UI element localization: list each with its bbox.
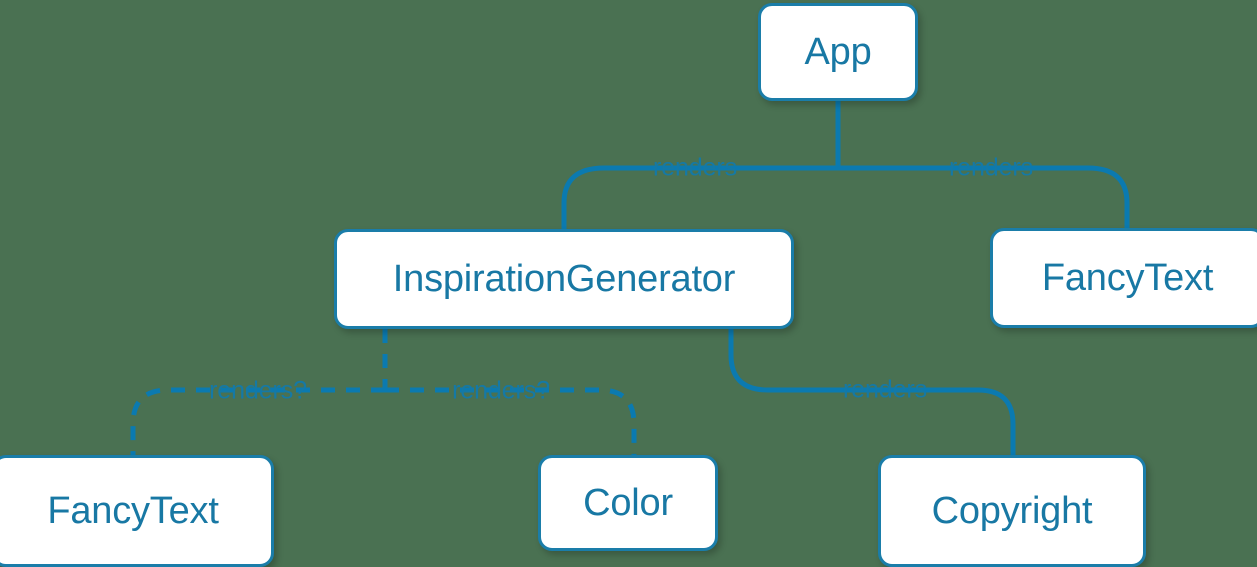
node-color[interactable]: Color bbox=[538, 455, 718, 551]
node-fancytext-bottom-label: FancyText bbox=[47, 489, 219, 532]
edge-label-inspiration-to-copyright: renders bbox=[842, 375, 928, 404]
edge-label-inspiration-to-color: renders? bbox=[452, 376, 550, 405]
node-inspiration-generator-label: InspirationGenerator bbox=[392, 257, 736, 300]
edge-label-app-to-fancytext-right: renders bbox=[948, 153, 1034, 182]
node-fancytext-right[interactable]: FancyText bbox=[990, 228, 1257, 328]
node-copyright-label: Copyright bbox=[931, 489, 1093, 532]
node-app-label: App bbox=[804, 30, 872, 73]
node-fancytext-right-label: FancyText bbox=[1041, 256, 1214, 299]
edge-label-app-to-inspiration: renders bbox=[652, 153, 738, 182]
node-fancytext-bottom[interactable]: FancyText bbox=[0, 455, 274, 567]
node-app[interactable]: App bbox=[758, 3, 918, 101]
edge-label-inspiration-to-fancytext-bottom: renders? bbox=[209, 376, 307, 405]
node-color-label: Color bbox=[583, 481, 673, 524]
node-copyright[interactable]: Copyright bbox=[878, 455, 1146, 567]
node-inspiration-generator[interactable]: InspirationGenerator bbox=[334, 229, 794, 329]
